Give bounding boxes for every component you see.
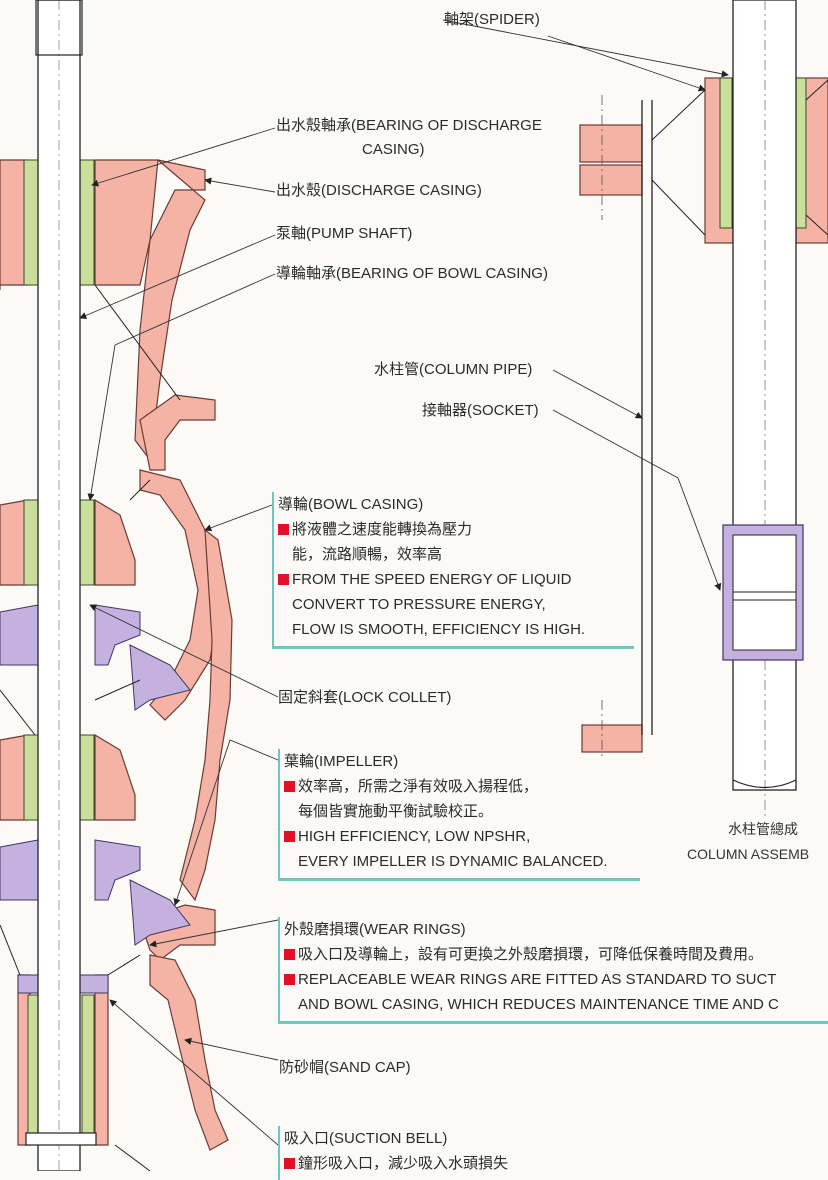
impeller-title: 葉輪(IMPELLER) xyxy=(284,753,399,770)
suction-bell-callout: 吸入口(SUCTION BELL) 鐘形吸入口，減少吸入水頭損失 xyxy=(278,1126,584,1180)
suction-bell-zh-1: 鐘形吸入口，減少吸入水頭損失 xyxy=(298,1155,509,1172)
label-column-pipe: 水柱管(COLUMN PIPE) xyxy=(374,361,533,378)
wear-rings-zh-1: 吸入口及導輪上，設有可更換之外殼磨損環，可降低保養時間及費用。 xyxy=(298,946,764,963)
bowl-casing xyxy=(139,469,233,1151)
bullet-icon xyxy=(284,1158,295,1169)
bowl-casing-title: 導輪(BOWL CASING) xyxy=(278,496,424,513)
bullet-icon xyxy=(284,974,295,985)
label-pump-shaft: 泵軸(PUMP SHAFT) xyxy=(276,225,413,242)
label-spider: 軸架(SPIDER) xyxy=(444,11,540,28)
column-pipe-flange xyxy=(579,124,643,753)
column-assembly-caption-zh: 水柱管總成 xyxy=(728,821,798,837)
label-lock-collet: 固定斜套(LOCK COLLET) xyxy=(278,689,452,706)
bowl-casing-en-2: CONVERT TO PRESSURE ENERGY, xyxy=(292,596,546,613)
bowl-casing-callout: 導輪(BOWL CASING) 將液體之速度能轉換為壓力 能，流路順暢，效率高 … xyxy=(272,492,634,649)
impeller-callout: 葉輪(IMPELLER) 效率高，所需之淨有效吸入揚程低， 每個皆實施動平衡試驗… xyxy=(278,749,640,881)
bowl-casing-zh-1: 將液體之速度能轉換為壓力 xyxy=(292,521,473,538)
label-bearing-discharge-2: CASING) xyxy=(362,141,425,158)
label-bearing-discharge-1: 出水殼軸承(BEARING OF DISCHARGE xyxy=(276,117,542,134)
wear-rings-callout: 外殼磨損環(WEAR RINGS) 吸入口及導輪上，設有可更換之外殼磨損環，可降… xyxy=(278,917,828,1024)
wear-rings-en-2: AND BOWL CASING, WHICH REDUCES MAINTENAN… xyxy=(298,996,779,1013)
column-assembly-caption-en: COLUMN ASSEMB xyxy=(687,846,810,862)
vane-lines xyxy=(0,284,181,1171)
column-shaft xyxy=(732,0,797,820)
bowl-casing-en-3: FLOW IS SMOOTH, EFFICIENCY IS HIGH. xyxy=(292,621,586,638)
impeller-en-1: HIGH EFFICIENCY, LOW NPSHR, xyxy=(298,828,531,845)
wear-rings-en-1: REPLACEABLE WEAR RINGS ARE FITTED AS STA… xyxy=(298,971,777,988)
discharge-casing xyxy=(134,159,216,471)
wear-rings-title: 外殼磨損環(WEAR RINGS) xyxy=(284,921,466,938)
bowl-casing-en-1: FROM THE SPEED ENERGY OF LIQUID xyxy=(292,571,572,588)
pump-shaft xyxy=(25,0,97,1171)
leader-lines xyxy=(79,19,729,1146)
socket-coupling xyxy=(722,524,804,661)
impeller-en-2: EVERY IMPELLER IS DYNAMIC BALANCED. xyxy=(298,853,608,870)
label-discharge-casing: 出水殼(DISCHARGE CASING) xyxy=(276,182,482,199)
impellers xyxy=(0,604,191,994)
bowl-casing-zh-2: 能，流路順暢，效率高 xyxy=(292,546,443,563)
bearing-sleeves xyxy=(23,159,95,1136)
bullet-icon xyxy=(284,781,295,792)
spider-lines xyxy=(651,79,828,236)
label-sand-cap: 防砂帽(SAND CAP) xyxy=(279,1059,411,1076)
bullet-icon xyxy=(284,831,295,842)
suction-bell-title: 吸入口(SUCTION BELL) xyxy=(284,1130,448,1147)
label-socket: 接軸器(SOCKET) xyxy=(422,402,539,419)
bullet-icon xyxy=(278,524,289,535)
bullet-icon xyxy=(278,574,289,585)
bullet-icon xyxy=(284,949,295,960)
label-bearing-bowl: 導輪軸承(BEARING OF BOWL CASING) xyxy=(276,265,548,282)
impeller-casing-left xyxy=(0,159,159,1146)
impeller-zh-2: 每個皆實施動平衡試驗校正。 xyxy=(298,803,494,820)
spider-bearing xyxy=(719,77,807,229)
impeller-zh-1: 效率高，所需之淨有效吸入揚程低， xyxy=(298,778,539,795)
